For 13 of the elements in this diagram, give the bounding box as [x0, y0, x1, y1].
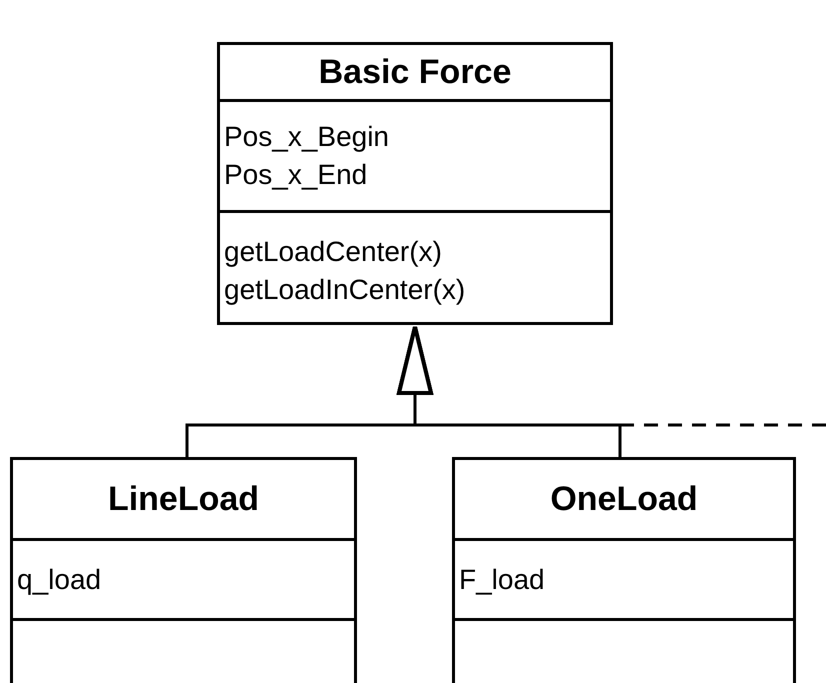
- class-box: [217, 42, 613, 325]
- class-box: [10, 457, 357, 683]
- inheritance-arrow: [397, 325, 826, 426]
- attribute-text: Pos_x_End: [224, 158, 368, 192]
- method-text: getLoadInCenter(x): [224, 272, 466, 307]
- class-name: Basic Force: [318, 52, 512, 93]
- attribute-text: F_load: [459, 562, 546, 597]
- class-name: LineLoad: [108, 478, 260, 520]
- class-box: [452, 457, 796, 683]
- attribute-text: q_load: [17, 562, 102, 597]
- method-text: getLoadCenter(x): [224, 234, 443, 269]
- attribute-text: Pos_x_Begin: [224, 120, 390, 154]
- class-name: OneLoad: [550, 478, 698, 520]
